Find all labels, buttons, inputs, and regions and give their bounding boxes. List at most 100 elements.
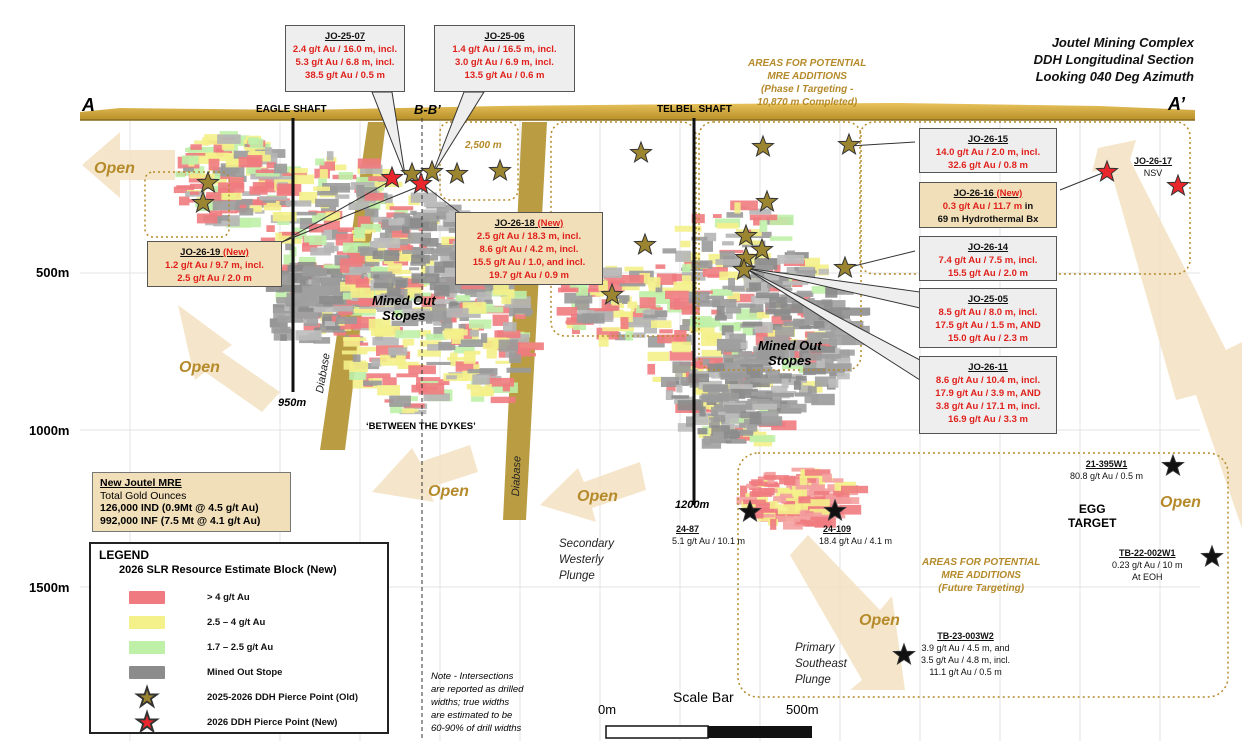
resource-blocks — [173, 131, 871, 530]
title-line-2: DDH Longitudinal Section — [1033, 52, 1194, 67]
scale-bar-500: 500m — [786, 702, 819, 717]
new-star-icon: ★ — [135, 707, 159, 737]
label-24-87: 24-87 5.1 g/t Au / 10.1 m — [672, 523, 745, 547]
old-pierce-star-icon — [400, 161, 424, 185]
intercept-value-2: At EOH — [1132, 572, 1163, 582]
mre-subtitle: Total Gold Ounces — [100, 489, 187, 502]
intercept-line: 8.6 g/t Au / 10.4 m, incl. — [935, 375, 1041, 386]
mined-out-label-west: Mined Out Stopes — [372, 293, 436, 323]
old-pierce-star-icon — [750, 237, 774, 261]
label-24-109: 24-109 18.4 g/t Au / 4.1 m — [819, 523, 892, 547]
intercept-line: 1.2 g/t Au / 9.7 m, incl. — [165, 260, 264, 271]
legend-swatch — [129, 616, 165, 629]
callout-jo-25-07: JO-25-07 2.4 g/t Au / 16.0 m, incl. 5.3 … — [285, 25, 405, 92]
diabase-label-east: Diabase — [510, 455, 524, 497]
intercept-line: 2.5 g/t Au / 2.0 m — [177, 273, 252, 284]
old-pierce-star-icon — [837, 132, 861, 156]
mre-indicated: 126,000 IND (0.9Mt @ 4.5 g/t Au) — [100, 502, 259, 514]
new-pierce-star-icon — [1166, 173, 1190, 197]
intercept-line: 15.0 g/t Au / 2.3 m — [948, 333, 1028, 344]
open-label-2: Open — [179, 359, 220, 376]
section-label-a: A — [82, 95, 95, 115]
hole-id: JO-26-11 — [968, 362, 1008, 373]
intercept-line: 8.5 g/t Au / 8.0 m, incl. — [938, 307, 1038, 318]
legend: LEGEND 2026 SLR Resource Estimate Block … — [89, 542, 389, 737]
old-pierce-star-icon — [734, 245, 758, 269]
old-pierce-star-icon — [734, 223, 758, 247]
egg-target-label: EGG TARGET — [1068, 502, 1117, 530]
hole-id: TB-23-003W2 — [937, 631, 994, 641]
title-line-3: Looking 040 Deg Azimuth — [1035, 69, 1194, 84]
legend-item-label: Mined Out Stope — [207, 667, 283, 678]
legend-item-label: 2.5 – 4 g/t Au — [207, 617, 266, 628]
new-tag: (New) — [537, 218, 564, 229]
old-pierce-star-icon — [191, 190, 215, 214]
intercept-line: 3.0 g/t Au / 6.9 m, incl. — [455, 57, 554, 68]
intercept-line: 17.5 g/t Au / 1.5 m, AND — [935, 320, 1041, 331]
legend-item-old-pierce: ★2025-2026 DDH Pierce Point (Old) — [129, 682, 358, 712]
intercept-line: 32.6 g/t Au / 0.8 m — [948, 160, 1028, 171]
old-pierce-star-icon — [633, 232, 657, 256]
historic-pierce-star-icon — [1161, 453, 1185, 477]
label-jo-26-17: JO-26-17 NSV — [1134, 155, 1172, 179]
hole-id: JO-26-15 — [967, 134, 1009, 145]
intercept-value: 80.8 g/t Au / 0.5 m — [1070, 471, 1144, 481]
pierce-points — [191, 132, 1224, 666]
scale-bar-0: 0m — [598, 702, 617, 717]
mre-inferred: 992,000 INF (7.5 Mt @ 4.1 g/t Au) — [100, 514, 261, 527]
callout-jo-26-11: JO-26-11 8.6 g/t Au / 10.4 m, incl. 17.9… — [919, 356, 1057, 434]
diabase-dyke-east — [503, 122, 547, 520]
mined-out-label-east: Mined Out Stopes — [758, 338, 822, 368]
hole-id: 24-109 — [823, 524, 852, 534]
callout-jo-25-05: JO-25-05 8.5 g/t Au / 8.0 m, incl. 17.5 … — [919, 288, 1057, 348]
telbel-depth: 1200m — [675, 499, 710, 511]
historic-pierce-star-icon — [738, 499, 762, 523]
legend-title: LEGEND — [99, 548, 150, 562]
legend-swatch — [129, 591, 165, 604]
legend-item-mined-out: Mined Out Stope — [129, 666, 282, 679]
old-pierce-star-icon — [420, 159, 444, 183]
new-pierce-star-icon — [380, 165, 404, 189]
between-dykes-label: ‘BETWEEN THE DYKES’ — [366, 421, 476, 432]
intercept-line: 2.5 g/t Au / 18.3 m, incl. — [476, 231, 582, 242]
intercept-line: 38.5 g/t Au / 0.5 m — [305, 70, 385, 81]
intercept-line: 1.4 g/t Au / 16.5 m, incl. — [452, 44, 557, 55]
callout-jo-26-16: JO-26-16 (New) 0.3 g/t Au / 11.7 m in 69… — [919, 182, 1057, 228]
old-star-icon: ★ — [135, 682, 159, 712]
old-pierce-star-icon — [833, 255, 857, 279]
primary-plunge-label: Primary Southeast Plunge — [795, 642, 847, 686]
old-pierce-star-icon — [629, 140, 653, 164]
legend-item-high-grade: > 4 g/t Au — [129, 591, 250, 604]
old-pierce-star-icon — [445, 161, 469, 185]
intercept-value: 18.4 g/t Au / 4.1 m — [819, 536, 893, 546]
old-pierce-star-icon — [732, 257, 756, 281]
hole-id: JO-26-18 — [494, 218, 535, 229]
callout-jo-26-14: JO-26-14 7.4 g/t Au / 7.5 m, incl. 15.5 … — [919, 236, 1057, 281]
callout-jo-26-19: JO-26-19 (New) 1.2 g/t Au / 9.7 m, incl.… — [147, 241, 282, 287]
intercept-line: 15.5 g/t Au / 1.0, and incl. — [472, 257, 586, 268]
intercept-line: 13.5 g/t Au / 0.6 m — [464, 70, 545, 81]
historic-pierce-star-icon — [823, 498, 847, 522]
plunge-arrows — [82, 132, 1242, 690]
section-label-a-prime: A’ — [1168, 94, 1186, 114]
legend-item-label: > 4 g/t Au — [207, 592, 250, 603]
hole-id: JO-26-17 — [1134, 156, 1173, 166]
intercept-line: 3.9 g/t Au / 4.5 m, and — [921, 643, 1010, 653]
old-pierce-star-icon — [600, 282, 624, 306]
new-pierce-star-icon — [1095, 159, 1119, 183]
note-text: Note - Intersections are reported as dri… — [431, 671, 524, 734]
historic-pierce-star-icon — [892, 642, 916, 666]
intercept-line: 8.6 g/t Au / 4.2 m, incl. — [479, 244, 579, 255]
section-label-bb: B-B’ — [414, 102, 441, 117]
scale-bar — [605, 725, 812, 739]
intercept-line: 14.0 g/t Au / 2.0 m, incl. — [935, 147, 1041, 158]
callout-jo-26-15: JO-26-15 14.0 g/t Au / 2.0 m, incl. 32.6… — [919, 128, 1057, 173]
intercept-line: 2.4 g/t Au / 16.0 m, incl. — [292, 44, 398, 55]
scale-bar-title: Scale Bar — [673, 689, 734, 705]
elevation-500: 500m — [36, 265, 70, 280]
intercept-line: 0.3 g/t Au / 11.7 m — [942, 201, 1023, 212]
label-tb-23-003w2: TB-23-003W2 3.9 g/t Au / 4.5 m, and 3.5 … — [921, 630, 1010, 678]
legend-item-mid-grade: 2.5 – 4 g/t Au — [129, 616, 265, 629]
